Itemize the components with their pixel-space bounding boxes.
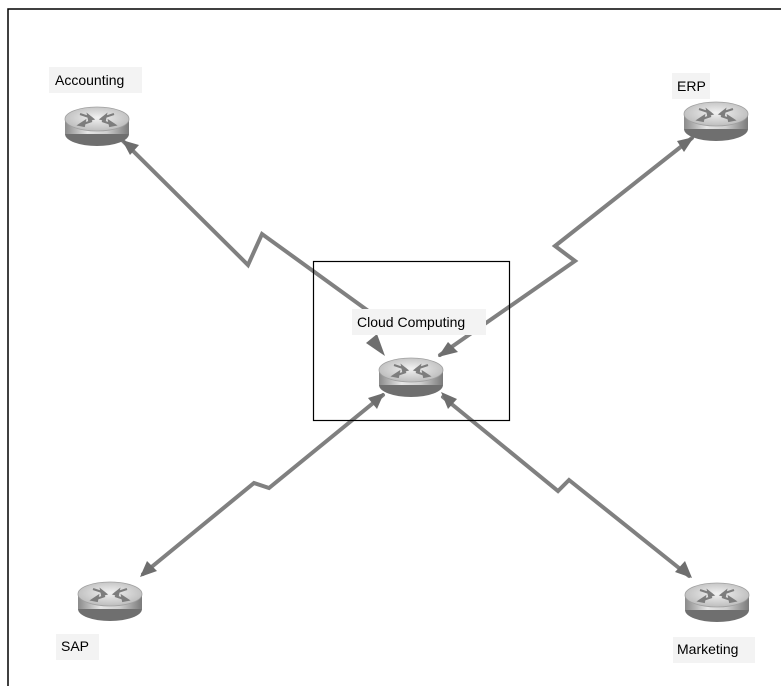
label-erp-text: ERP: [677, 78, 706, 94]
canvas-border: [7, 8, 781, 686]
label-sap: SAP: [56, 634, 99, 660]
router-cloud[interactable]: [378, 357, 444, 398]
link-cloud-erp[interactable]: [438, 136, 694, 357]
router-icon: [378, 357, 444, 398]
label-marketing-text: Marketing: [677, 641, 738, 657]
link-cloud-sap[interactable]: [141, 393, 385, 576]
router-accounting[interactable]: [64, 106, 130, 147]
arrow-sap-end: [140, 561, 157, 577]
label-erp: ERP: [672, 73, 710, 99]
router-icon: [64, 106, 130, 147]
router-icon: [683, 101, 749, 142]
router-erp[interactable]: [683, 101, 749, 142]
router-marketing[interactable]: [684, 582, 750, 623]
label-sap-text: SAP: [61, 638, 89, 654]
label-accounting: Accounting: [49, 67, 142, 93]
arrow-accounting-end: [122, 140, 139, 155]
label-marketing: Marketing: [673, 637, 755, 663]
link-cloud-accounting[interactable]: [120, 138, 380, 320]
router-icon: [684, 582, 750, 623]
link-arrows: [122, 137, 694, 578]
network-links: [120, 136, 694, 578]
arrow-cloud-from-accounting: [366, 334, 385, 356]
arrow-cloud-from-erp: [438, 342, 458, 357]
label-cloud: Cloud Computing: [352, 309, 486, 335]
label-accounting-text: Accounting: [55, 72, 124, 88]
arrow-marketing-end: [675, 561, 692, 578]
link-cloud-marketing[interactable]: [441, 395, 691, 578]
selection-frame: [312, 260, 511, 422]
arrow-erp-end: [677, 137, 694, 152]
arrow-cloud-from-marketing: [441, 392, 457, 409]
arrow-cloud-from-sap: [368, 393, 384, 409]
router-sap[interactable]: [77, 581, 143, 622]
label-cloud-text: Cloud Computing: [357, 314, 465, 330]
router-icon: [77, 581, 143, 622]
